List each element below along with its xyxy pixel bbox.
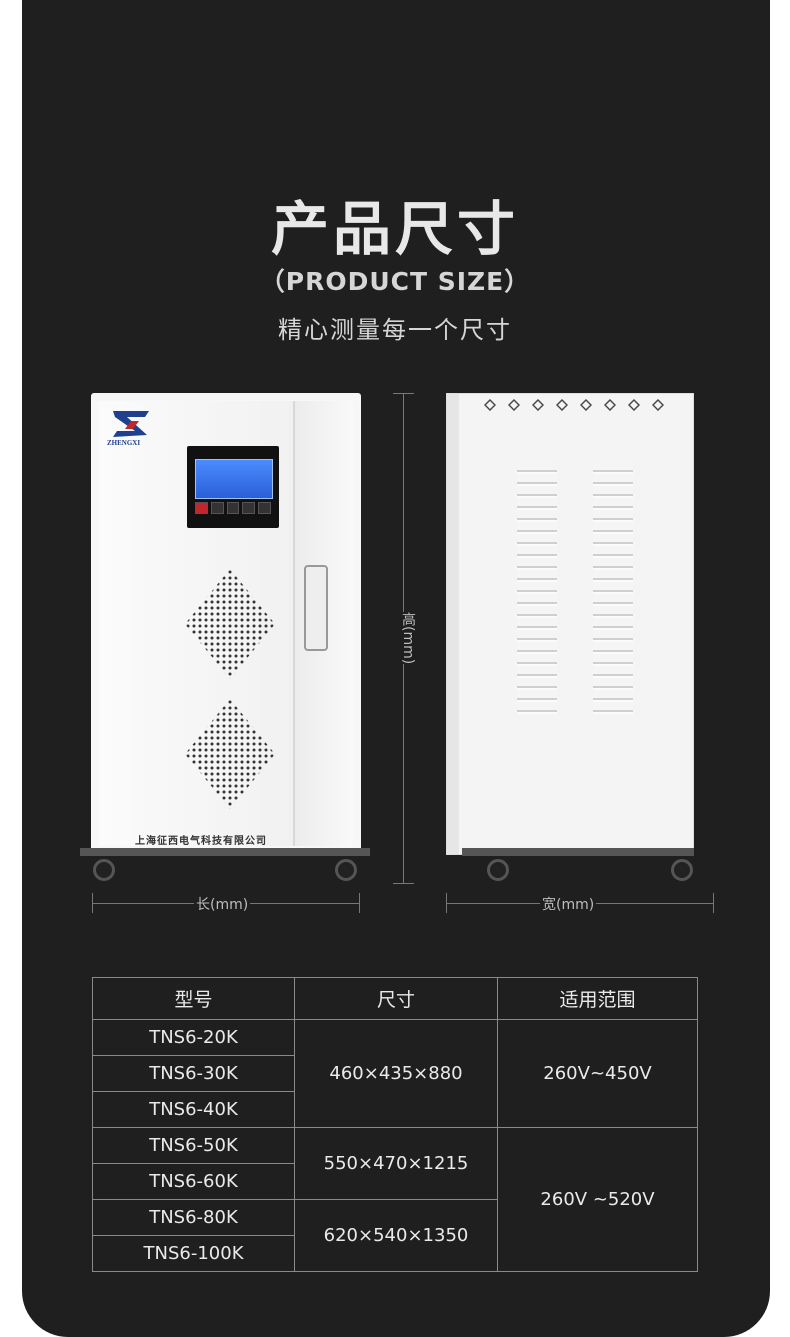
model-cell: TNS6-40K (92, 1091, 295, 1128)
dimension-tick (359, 893, 360, 913)
wheel-icon (93, 859, 115, 881)
brand-logo-text: ZHENGXI (107, 439, 141, 447)
control-buttons (195, 502, 271, 514)
top-vent-holes-icon (484, 399, 664, 411)
front-base (80, 848, 370, 856)
width-label: 宽(mm) (540, 894, 597, 914)
vent-pattern-lower-icon (185, 699, 275, 809)
size-cell: 620×540×1350 (294, 1199, 498, 1272)
range-cell: 260V ~520V (497, 1127, 698, 1272)
wheel-icon (671, 859, 693, 881)
side-louver-left (517, 462, 557, 714)
model-cell: TNS6-80K (92, 1199, 295, 1236)
dimension-tick (393, 883, 414, 884)
dimension-tick (713, 893, 714, 913)
company-name: 上海征西电气科技有限公司 (135, 836, 267, 847)
dimension-tick (92, 893, 93, 913)
table-row: TNS6-30K (92, 1055, 698, 1092)
range-cell: 260V~450V (497, 1019, 698, 1128)
page-subtitle: （PRODUCT SIZE） (259, 267, 531, 296)
dimension-tick (446, 893, 447, 913)
table-header-row: 型号 尺寸 适用范围 (92, 977, 698, 1020)
table-row: TNS6-40K (92, 1091, 698, 1128)
table-row: TNS6-100K (92, 1235, 698, 1272)
size-cell: 550×470×1215 (294, 1127, 498, 1200)
model-cell: TNS6-100K (92, 1235, 295, 1272)
table-row: TNS6-20K 460×435×880 260V~450V (92, 1019, 698, 1128)
lcd-screen (195, 459, 273, 499)
side-base (462, 848, 694, 856)
door-handle-icon (304, 565, 328, 651)
length-label: 长(mm) (194, 894, 251, 914)
model-cell: TNS6-20K (92, 1019, 295, 1056)
model-cell: TNS6-30K (92, 1055, 295, 1092)
lcd-control-panel (187, 446, 279, 528)
wheel-icon (487, 859, 509, 881)
wheel-icon (335, 859, 357, 881)
brand-logo-icon (113, 411, 149, 437)
header-model: 型号 (92, 977, 295, 1020)
size-cell: 460×435×880 (294, 1019, 498, 1128)
side-louver-right (593, 462, 633, 714)
table-row: TNS6-50K 550×470×1215 260V ~520V (92, 1127, 698, 1272)
page-tagline: 精心测量每一个尺寸 (278, 316, 512, 344)
table-row: TNS6-80K 620×540×1350 (92, 1199, 698, 1272)
header-range: 适用范围 (497, 977, 698, 1020)
cabinet-front-view: ZHENGXI 上海征西电气科技有限公司 (91, 393, 361, 855)
model-cell: TNS6-60K (92, 1163, 295, 1200)
vent-pattern-upper-icon (185, 569, 275, 679)
model-cell: TNS6-50K (92, 1127, 295, 1164)
page-title: 产品尺寸 (270, 195, 519, 263)
cabinet-left-door: ZHENGXI 上海征西电气科技有限公司 (99, 401, 295, 847)
header-size: 尺寸 (294, 977, 498, 1020)
spec-table: 型号 尺寸 适用范围 TNS6-20K 460×435×880 260V~450… (92, 977, 698, 1272)
cabinet-side-view (446, 393, 694, 855)
side-edge (447, 394, 459, 854)
height-label: 高(mm) (390, 612, 420, 665)
dimension-tick (393, 393, 414, 394)
